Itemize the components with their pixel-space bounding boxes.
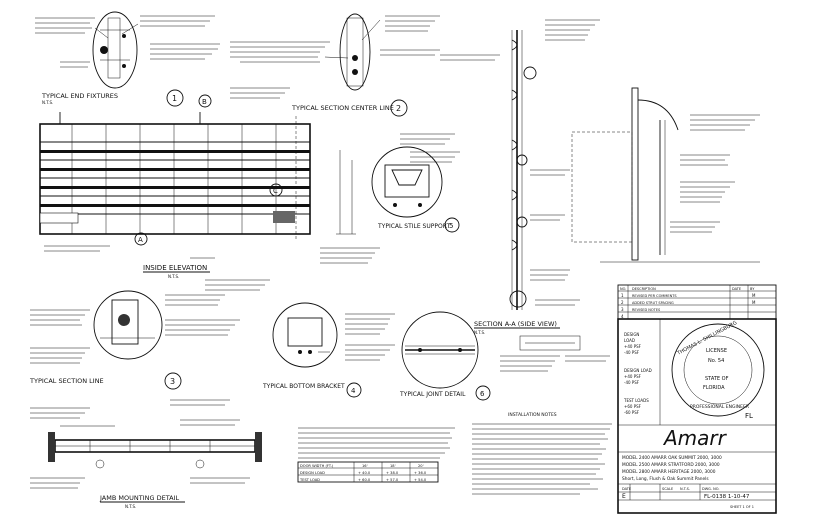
dp-row-1-c3: + 36.0 <box>414 471 427 475</box>
model-line-1: MODEL 2400 AMARR OAK SUMMIT 2000, 3000 <box>622 455 722 461</box>
detail-5-title: TYPICAL STILE SUPPORT <box>377 223 450 230</box>
model-line-2: MODEL 2500 AMARR STRATFORD 2000, 3000 <box>622 462 720 468</box>
info-line-3: +40 PSF <box>624 344 642 349</box>
jamb-mounting-detail: JAMB MOUNTING DETAIL N.T.S. <box>30 399 262 509</box>
rev-row-1-no: 1 <box>621 293 624 298</box>
installation-notes: INSTALLATION NOTES <box>472 412 612 495</box>
title-row-dwg-label: DWG. NO. <box>702 487 719 491</box>
rev-row-4-no: 4 <box>621 314 624 319</box>
seal-state: STATE OF <box>705 376 729 382</box>
design-pressure-table: DOOR WIDTH (FT.) 16' 18' 20' DESIGN LOAD… <box>297 427 455 483</box>
inside-elevation-label: INSIDE ELEVATION <box>143 264 207 272</box>
detail-1-title: TYPICAL END FIXTURES <box>41 92 118 100</box>
seal-profession: PROFESSIONAL ENGINEER <box>690 404 749 410</box>
seal-license: LICENSE <box>706 348 727 354</box>
rev-header-by: BY <box>750 287 755 291</box>
dp-row-2-c2: + 57.0 <box>386 478 399 482</box>
inside-elevation-view: A B C INSIDE ELEVATION N.T.S. <box>39 94 380 279</box>
engineer-seal: THOMAS L. SHILLINGBURG LICENSE No. 54 ST… <box>671 320 765 420</box>
rev-row-1-by: M <box>752 293 756 298</box>
dp-row-1-label: DESIGN LOAD <box>300 471 325 475</box>
amarr-logo: Amarr <box>662 426 728 450</box>
marker-c: C <box>273 187 278 195</box>
detail-6-title: TYPICAL JOINT DETAIL <box>399 391 466 398</box>
notes-title: INSTALLATION NOTES <box>508 412 557 418</box>
rev-row-1-desc: REVISED PER COMMENTS <box>632 294 677 298</box>
info-line-4: -40 PSF <box>624 350 640 355</box>
rev-row-3-no: 3 <box>621 307 624 312</box>
rev-row-2-desc: ADDED STRUT SPACING <box>632 301 674 305</box>
inside-elevation-scale: N.T.S. <box>168 274 179 279</box>
dp-row-1-c1: + 40.0 <box>358 471 371 475</box>
info-line-7: +40 PSF <box>624 374 642 379</box>
info-line-1: DESIGN <box>624 332 639 337</box>
dp-row-2-label: TEST LOAD <box>299 478 320 482</box>
revision-table: NO. DESCRIPTION DATE BY 1 REVISED PER CO… <box>617 284 777 320</box>
title-sheet: SHEET 1 OF 1 <box>730 505 754 509</box>
seal-number: No. 54 <box>708 358 724 364</box>
section-aa-view: SECTION A-A (SIDE VIEW) N.T.S. <box>440 19 600 335</box>
title-row-scale-label: SCALE <box>662 487 673 491</box>
model-line-4: Short, Long, Flush & Oak Summit Panels <box>622 476 709 482</box>
section-notes-blocks <box>500 335 610 372</box>
dp-header-20: 20' <box>418 464 424 468</box>
detail-1-end-fixtures: TYPICAL END FIXTURES N.T.S. 1 <box>35 11 220 107</box>
title-row-date: DATE <box>622 487 631 491</box>
rev-header-no: NO. <box>620 287 626 291</box>
dp-row-2-c1: + 60.0 <box>358 478 371 482</box>
section-aa-scale: N.T.S. <box>474 330 485 335</box>
dp-row-1-c2: + 38.0 <box>386 471 399 475</box>
info-line-10: TEST LOADS <box>623 398 649 403</box>
info-line-11: +60 PSF <box>624 404 642 409</box>
rev-row-3-desc: REVISED NOTES <box>632 308 661 312</box>
dp-header-18: 18' <box>390 464 396 468</box>
model-line-3: MODEL 2800 AMARR HERITAGE 2000, 3000 <box>622 469 716 475</box>
dp-row-2-c3: + 54.0 <box>414 478 427 482</box>
rev-header-date: DATE <box>732 287 741 291</box>
dp-header-label: DOOR WIDTH (FT.) <box>300 464 334 468</box>
info-line-8: -40 PSF <box>624 380 640 385</box>
rev-row-2-by: M <box>752 300 756 305</box>
title-rev: E <box>622 493 626 500</box>
title-row-scale: N.T.S. <box>680 487 690 491</box>
detail-4-bottom-bracket: TYPICAL BOTTOM BRACKET 4 <box>262 302 395 398</box>
marker-a: A <box>138 236 143 244</box>
detail-6-number: 6 <box>480 390 485 398</box>
detail-4-title: TYPICAL BOTTOM BRACKET <box>262 383 345 390</box>
seal-fl-mark: FL <box>745 412 753 420</box>
detail-2-title: TYPICAL SECTION CENTER LINE <box>291 104 394 112</box>
section-aa-label: SECTION A-A (SIDE VIEW) <box>474 320 557 328</box>
info-line-12: -60 PSF <box>624 410 640 415</box>
info-line-6: DESIGN LOAD <box>624 368 652 373</box>
seal-state-name: FLORIDA <box>703 385 725 391</box>
detail-4-number: 4 <box>351 387 356 395</box>
detail-2-section-center: TYPICAL SECTION CENTER LINE 2 <box>230 13 440 117</box>
rev-row-2-no: 2 <box>621 300 624 305</box>
dp-header-16: 16' <box>362 464 368 468</box>
detail-2-number: 2 <box>396 104 401 113</box>
jamb-mounting-scale: N.T.S. <box>125 504 136 509</box>
title-drawing-no: FL-0138 1-10-47 <box>704 494 750 500</box>
detail-1-scale: N.T.S. <box>42 100 53 105</box>
title-block: DESIGN LOAD +40 PSF -40 PSF DESIGN LOAD … <box>617 318 777 514</box>
detail-6-joint: TYPICAL JOINT DETAIL 6 <box>399 311 491 401</box>
rev-header-desc: DESCRIPTION <box>632 287 656 291</box>
detail-3-section-line: TYPICAL SECTION LINE 3 <box>29 279 270 390</box>
jamb-mounting-label: JAMB MOUNTING DETAIL <box>99 494 180 502</box>
info-line-2: LOAD <box>624 338 635 343</box>
detail-1-number: 1 <box>172 94 177 103</box>
detail-3-title: TYPICAL SECTION LINE <box>29 377 104 385</box>
marker-b: B <box>202 98 207 106</box>
detail-5-stile-support: TYPICAL STILE SUPPORT 5 <box>371 133 460 233</box>
detail-3-number: 3 <box>170 377 175 386</box>
detail-5-number: 5 <box>449 222 453 230</box>
track-mounting-detail <box>571 87 760 263</box>
